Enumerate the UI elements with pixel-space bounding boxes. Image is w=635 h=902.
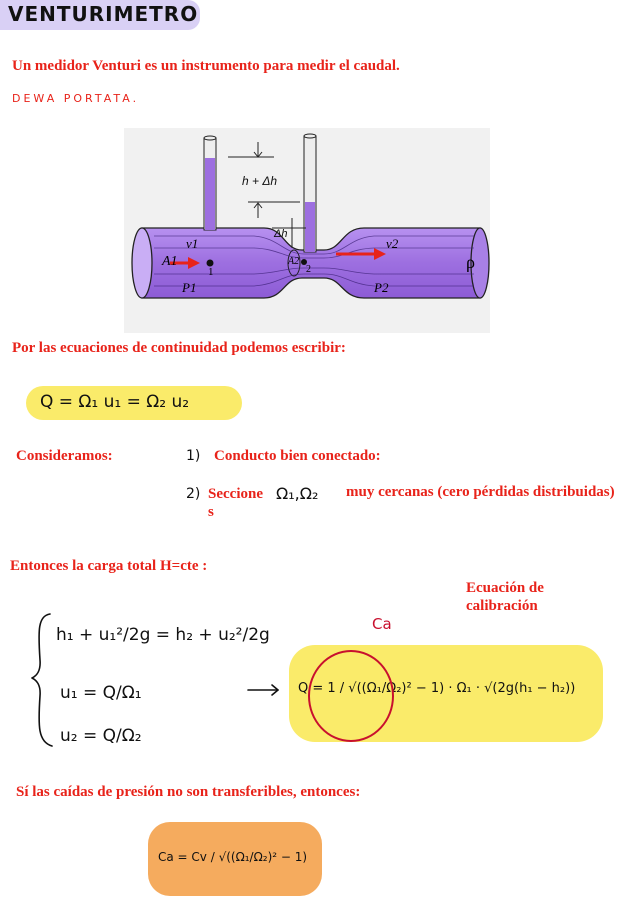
consideration-2-text-a: Seccione xyxy=(208,486,263,502)
ca-label: Ca xyxy=(372,615,392,633)
label-p2: P2 xyxy=(374,280,389,295)
consideration-2-num: 2) xyxy=(186,486,201,502)
implies-arrow xyxy=(247,684,279,696)
handwritten-note: DEWA PORTATA. xyxy=(12,92,140,105)
streamlines xyxy=(154,235,474,287)
consideration-2-text-b: s xyxy=(208,504,214,520)
calibration-label-1: Ecuación de xyxy=(466,580,544,596)
label-rho: ρ xyxy=(466,252,475,272)
system-eq-3: u₂ = Q/Ω₂ xyxy=(60,726,142,746)
system-eq-2: u₁ = Q/Ω₁ xyxy=(60,683,142,703)
label-point-1: 1 xyxy=(208,266,214,278)
carga-text: Entonces la carga total H=cte : xyxy=(10,558,208,574)
system-eq-1: h₁ + u₁²/2g = h₂ + u₂²/2g xyxy=(56,625,270,645)
throat-section xyxy=(287,249,301,277)
consideramos-label: Consideramos: xyxy=(16,448,113,464)
page-title: VENTURIMETRO xyxy=(8,2,199,26)
venturi-diagram: h + Δh Δh v1 v2 A1 P1 P2 1 A2 2 ρ xyxy=(124,128,490,333)
title-highlight xyxy=(0,0,200,30)
label-dh: Δh xyxy=(274,228,288,240)
label-a2: A2 xyxy=(288,256,300,267)
label-a1: A1 xyxy=(162,254,178,269)
continuity-highlight xyxy=(26,386,242,420)
consideration-1-num: 1) xyxy=(186,448,201,464)
dimension-lines xyxy=(228,142,306,248)
transfer-text: Sí las caídas de presión no son transfer… xyxy=(16,784,361,800)
intro-text: Un medidor Venturi es un instrumento par… xyxy=(12,58,400,74)
pipe-right-end xyxy=(470,227,490,299)
label-point-2: 2 xyxy=(306,264,311,275)
pipe-left-end xyxy=(131,227,153,299)
label-h: h + Δh xyxy=(242,174,278,188)
system-brace xyxy=(31,613,53,747)
venturi-svg xyxy=(131,133,490,299)
calibration-label-2: calibración xyxy=(466,598,538,614)
ca-highlight xyxy=(148,822,322,896)
label-p1: P1 xyxy=(182,280,197,295)
consideration-1-text: Conducto bien conectado: xyxy=(214,448,381,464)
consideration-2-text-c: muy cercanas (cero pérdidas distribuidas… xyxy=(346,484,615,500)
continuity-formula: Q = Ω₁ u₁ = Ω₂ u₂ xyxy=(40,392,190,412)
label-v2: v2 xyxy=(386,236,399,251)
ca-circle xyxy=(308,650,394,742)
continuity-text: Por las ecuaciones de continuidad podemo… xyxy=(12,340,346,356)
ca-formula: Ca = Cv / √((Ω₁/Ω₂)² − 1) xyxy=(158,850,308,864)
consideration-2-sections: Ω₁,Ω₂ xyxy=(276,484,319,503)
label-v1: v1 xyxy=(186,236,199,251)
